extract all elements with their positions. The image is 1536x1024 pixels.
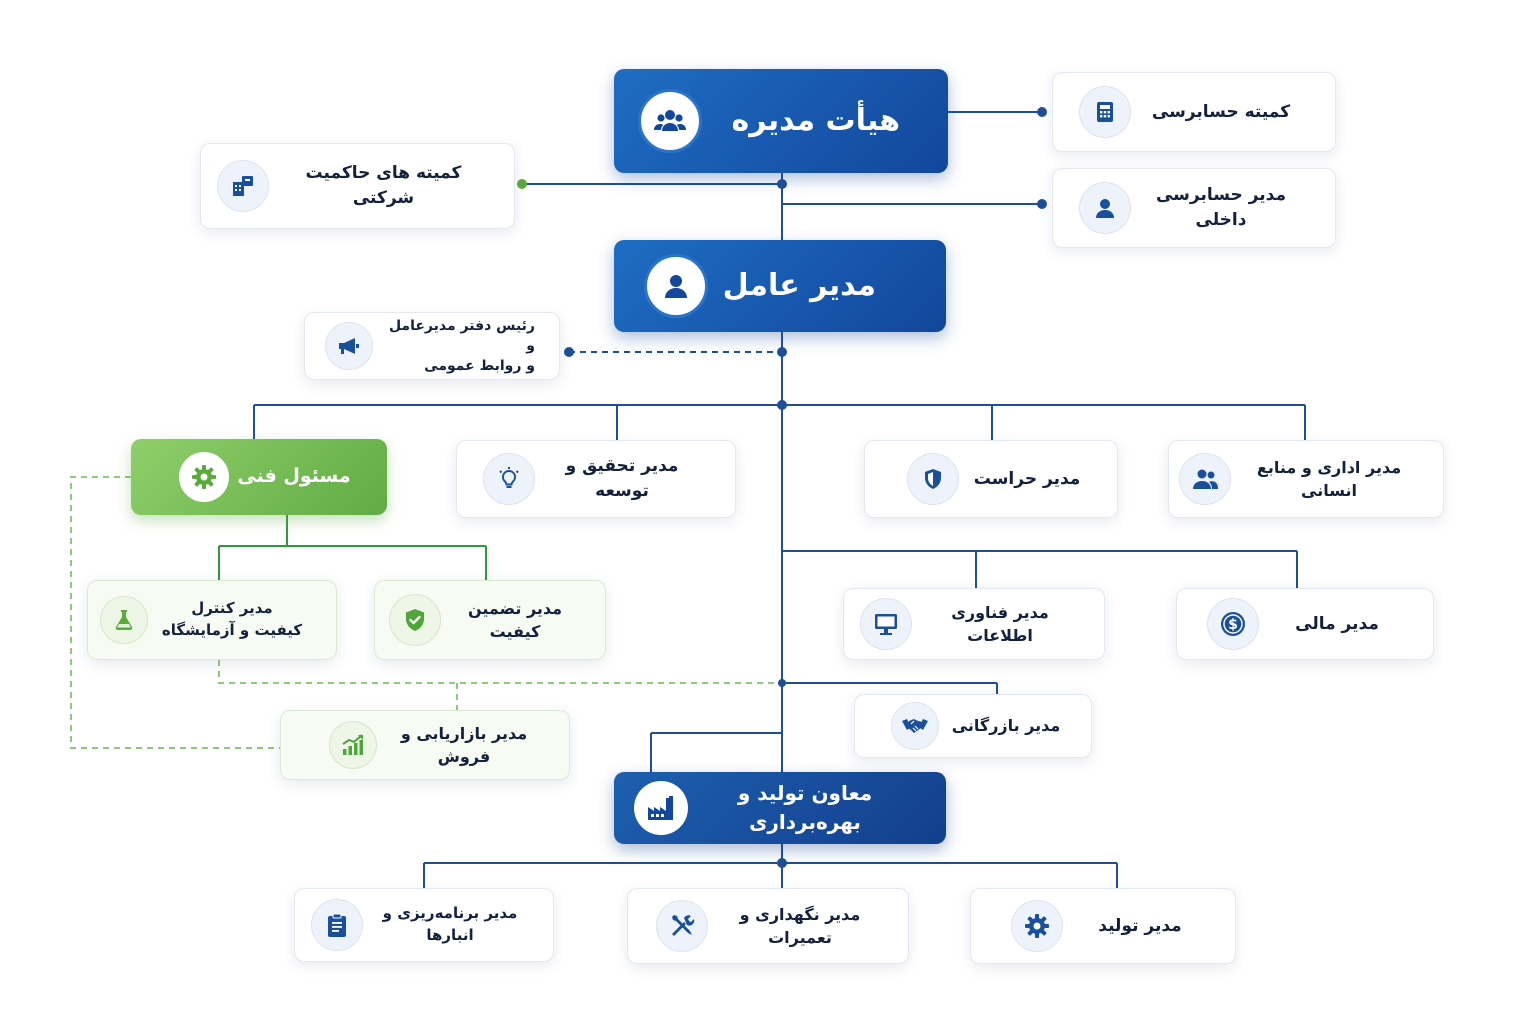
- production-manager-label: مدیر تولید: [1098, 915, 1182, 936]
- finance-manager-node[interactable]: $ مدیر مالی: [1176, 588, 1434, 660]
- shield-icon: [907, 453, 959, 505]
- calculator-icon: [1079, 86, 1131, 138]
- audit-committee-label: کمیته حسابرسی: [1151, 101, 1291, 122]
- dollar-icon: $: [1207, 598, 1259, 650]
- rnd-manager-label: مدیر تحقیق و توسعه: [565, 456, 679, 501]
- marketing-sales-node[interactable]: مدیر بازاریابی و فروش: [280, 710, 570, 780]
- it-manager-label: مدیر فناوری اطلاعات: [951, 602, 1049, 645]
- qc-line2: کیفیت و آزمایشگاه: [161, 621, 303, 639]
- finance-manager-label: مدیر مالی: [1295, 613, 1379, 634]
- user-icon: [1079, 182, 1131, 234]
- pr-office-label: رئیس دفتر مدیرعامل و و روابط عمومی: [373, 316, 543, 377]
- qa-manager-node[interactable]: مدیر تضمین کیفیت: [374, 580, 606, 660]
- board-label: هیأت مدیره: [731, 103, 900, 139]
- pr-office-line2: و روابط عمومی: [424, 358, 535, 375]
- qc-line1: مدیر کنترل: [191, 599, 273, 618]
- megaphone-icon: [325, 322, 373, 370]
- qa-manager-label: مدیر تضمین کیفیت: [467, 598, 563, 641]
- maintenance-manager-label: مدیر نگهداری و تعمیرات: [739, 904, 861, 947]
- ceo-node[interactable]: مدیر عامل: [614, 240, 946, 332]
- pr-office-line1: رئیس دفتر مدیرعامل و: [388, 317, 535, 354]
- production-manager-node[interactable]: مدیر تولید: [970, 888, 1236, 964]
- building-icon: [217, 160, 269, 212]
- governance-committees-node[interactable]: کمیته های حاکمیت شرکتی: [200, 143, 515, 229]
- rnd-manager-node[interactable]: مدیر تحقیق و توسعه: [456, 440, 736, 518]
- pr-office-node[interactable]: رئیس دفتر مدیرعامل و و روابط عمومی: [304, 312, 560, 380]
- chart-growth-icon: [329, 721, 377, 769]
- hr-manager-node[interactable]: مدیر اداری و منابع انسانی: [1168, 440, 1444, 518]
- lightbulb-icon: [483, 453, 535, 505]
- hr-manager-label: مدیر اداری و منابع انسانی: [1256, 457, 1402, 500]
- commerce-manager-node[interactable]: مدیر بازرگانی: [854, 694, 1092, 758]
- technical-officer-label: مسئول فنی: [237, 465, 351, 488]
- maintenance-manager-node[interactable]: مدیر نگهداری و تعمیرات: [627, 888, 909, 964]
- shield-check-icon: [389, 594, 441, 646]
- commerce-manager-label: مدیر بازرگانی: [951, 716, 1061, 736]
- deputy-production-node[interactable]: معاون تولید و بهره‌برداری: [614, 772, 946, 844]
- internal-audit-label: مدیر حسابرسی داخلی: [1155, 185, 1287, 230]
- svg-text:$: $: [1228, 617, 1238, 633]
- people-group-icon: [638, 89, 702, 153]
- deputy-production-label: معاون تولید و بهره‌برداری: [737, 781, 873, 834]
- clipboard-icon: [311, 899, 363, 951]
- it-manager-node[interactable]: مدیر فناوری اطلاعات: [843, 588, 1105, 660]
- marketing-sales-label: مدیر بازاریابی و فروش: [400, 723, 528, 766]
- security-manager-node[interactable]: مدیر حراست: [864, 440, 1118, 518]
- factory-icon: [634, 781, 688, 835]
- monitor-icon: [860, 598, 912, 650]
- handshake-icon: [891, 702, 939, 750]
- user-icon: [644, 254, 708, 318]
- people-icon: [1179, 453, 1231, 505]
- internal-audit-node[interactable]: مدیر حسابرسی داخلی: [1052, 168, 1336, 248]
- board-of-directors-node[interactable]: هیأت مدیره: [614, 69, 948, 173]
- flask-icon: [100, 596, 148, 644]
- ceo-label: مدیر عامل: [722, 268, 876, 304]
- tools-icon: [656, 900, 708, 952]
- security-manager-label: مدیر حراست: [973, 468, 1081, 489]
- governance-committees-label: کمیته های حاکمیت شرکتی: [305, 163, 462, 208]
- qc-lab-manager-label: مدیر کنترل کیفیت و آزمایشگاه: [148, 598, 316, 642]
- audit-committee-node[interactable]: کمیته حسابرسی: [1052, 72, 1336, 152]
- qc-lab-manager-node[interactable]: مدیر کنترل کیفیت و آزمایشگاه: [87, 580, 337, 660]
- technical-officer-node[interactable]: مسئول فنی: [131, 439, 387, 515]
- gear-icon: [1011, 900, 1063, 952]
- planning-warehouse-label: مدیر برنامه‌ریزی و انبارها: [382, 904, 518, 944]
- planning-warehouse-node[interactable]: مدیر برنامه‌ریزی و انبارها: [294, 888, 554, 962]
- gear-icon: [179, 452, 229, 502]
